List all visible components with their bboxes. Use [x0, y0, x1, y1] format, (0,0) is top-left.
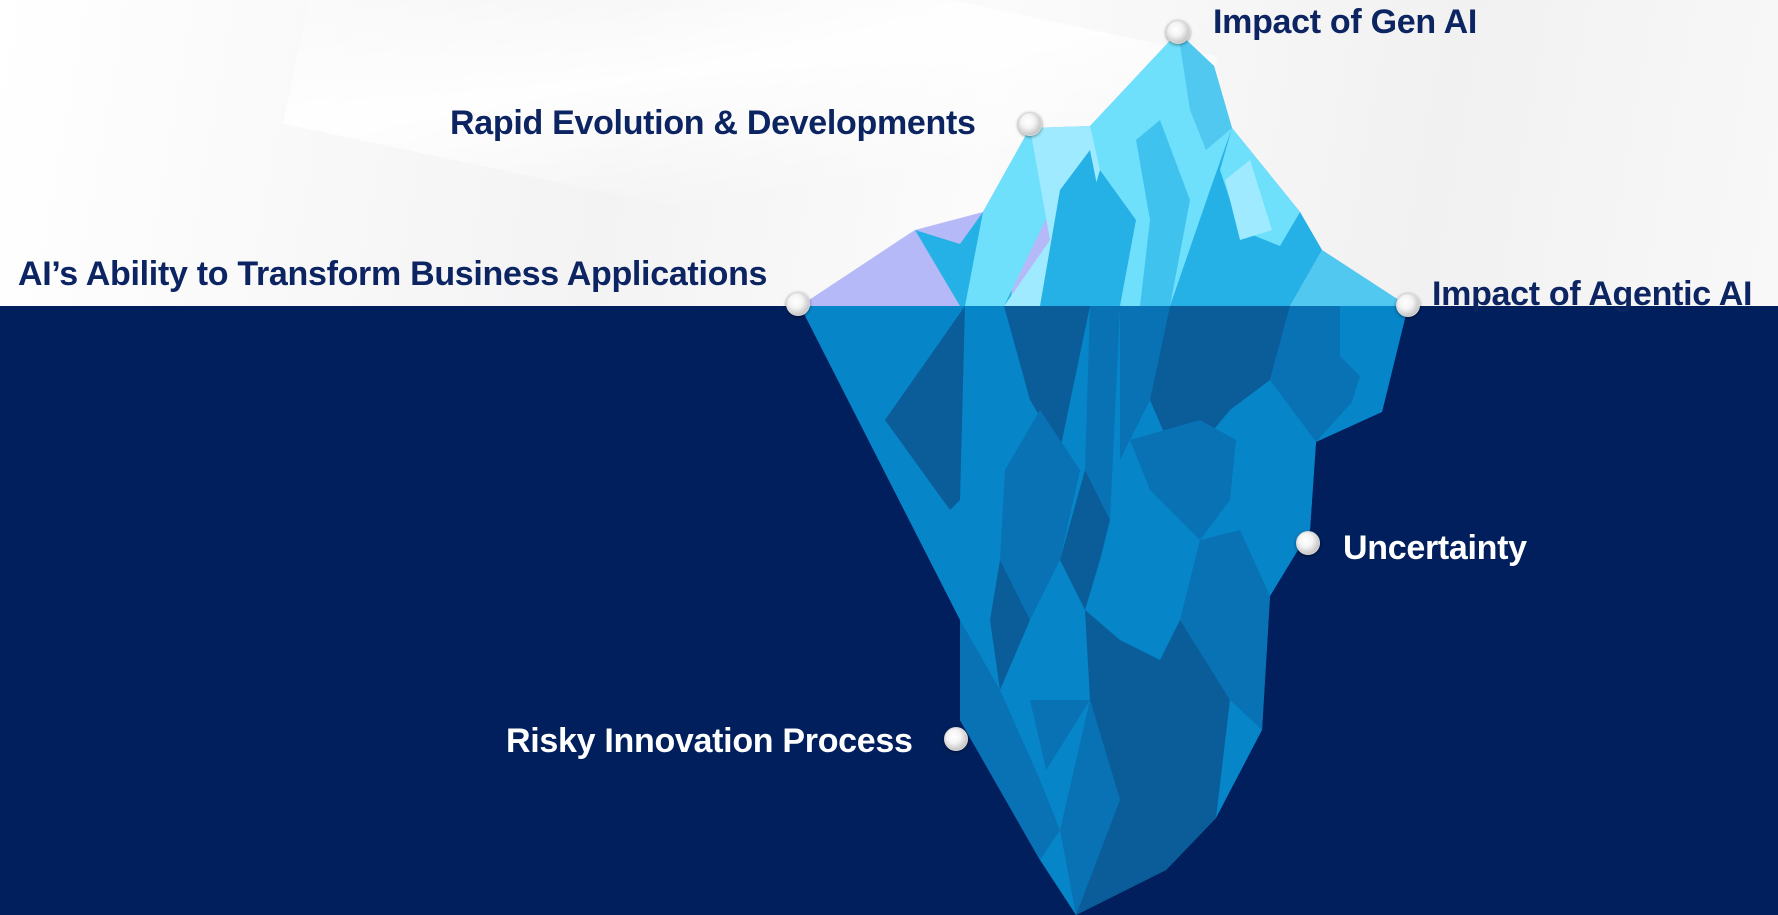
marker-business-apps-icon [786, 292, 810, 316]
marker-rapid-evolution-icon [1018, 112, 1042, 136]
label-business-apps: AI’s Ability to Transform Business Appli… [18, 255, 768, 293]
iceberg-tip [800, 32, 1408, 306]
label-rapid-evolution: Rapid Evolution & Developments [450, 104, 976, 142]
marker-gen-ai-icon [1166, 20, 1190, 44]
label-risky-innovation: Risky Innovation Process [506, 722, 913, 760]
marker-agentic-ai-icon [1396, 293, 1420, 317]
marker-risky-innovation-icon [944, 727, 968, 751]
marker-uncertainty-icon [1296, 531, 1320, 555]
iceberg-underwater [800, 306, 1408, 915]
label-agentic-ai: Impact of Agentic AI [1432, 275, 1753, 313]
label-uncertainty: Uncertainty [1343, 529, 1527, 567]
label-gen-ai: Impact of Gen AI [1213, 3, 1478, 41]
